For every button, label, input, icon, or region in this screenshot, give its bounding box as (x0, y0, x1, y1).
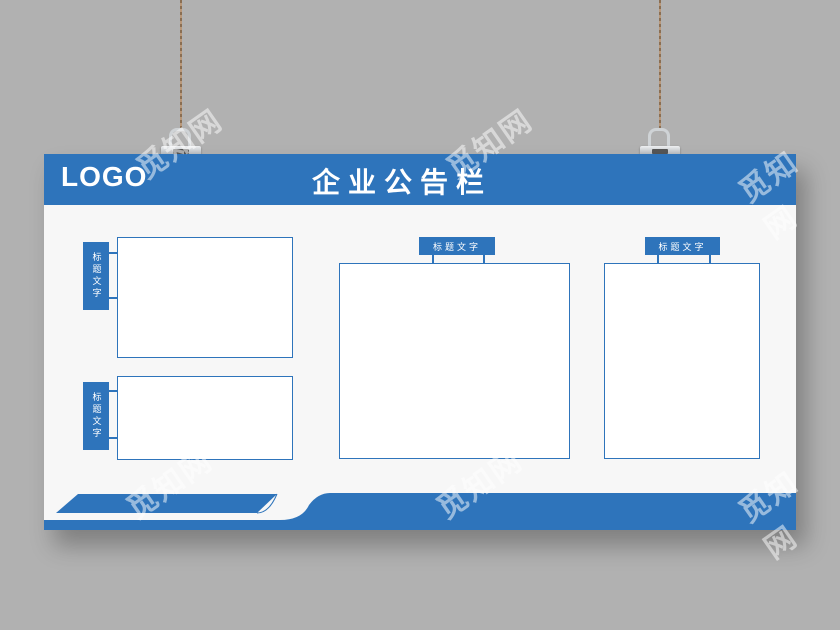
left-top-title-tag: 标题文字 (83, 242, 109, 310)
left-bottom-title-tag: 标题文字 (83, 382, 109, 450)
middle-tag-label: 标题文字 (432, 242, 481, 253)
left-hanging-string (180, 0, 182, 130)
board-title: 企业公告栏 (312, 166, 493, 199)
left-top-tag-label: 标题文字 (90, 252, 101, 300)
left-bottom-connector (109, 437, 118, 439)
left-bottom-connector (109, 390, 118, 392)
middle-connector (432, 255, 434, 264)
logo: LOGO (61, 161, 148, 192)
middle-connector (483, 255, 485, 264)
middle-content-frame (339, 263, 570, 459)
middle-title-tag: 标题文字 (419, 237, 495, 255)
footer-left-stripe (56, 494, 277, 513)
right-connector (657, 255, 659, 264)
left-top-content-frame (117, 237, 293, 358)
left-top-connector (109, 297, 118, 299)
right-connector (709, 255, 711, 264)
right-title-tag: 标题文字 (645, 237, 720, 255)
right-hanging-string (659, 0, 661, 130)
bulletin-board: LOGO 企业公告栏 标题文字 标题文字 标题文字 标题文字 (44, 154, 796, 530)
footer-left-stripe-curve (256, 493, 278, 514)
left-top-connector (109, 252, 118, 254)
footer-main-band (44, 493, 796, 530)
right-tag-label: 标题文字 (658, 242, 707, 253)
board-header: LOGO 企业公告栏 (44, 154, 796, 205)
footer-decoration (44, 493, 796, 530)
right-content-frame (604, 263, 760, 459)
left-bottom-content-frame (117, 376, 293, 460)
left-bottom-tag-label: 标题文字 (90, 392, 101, 440)
